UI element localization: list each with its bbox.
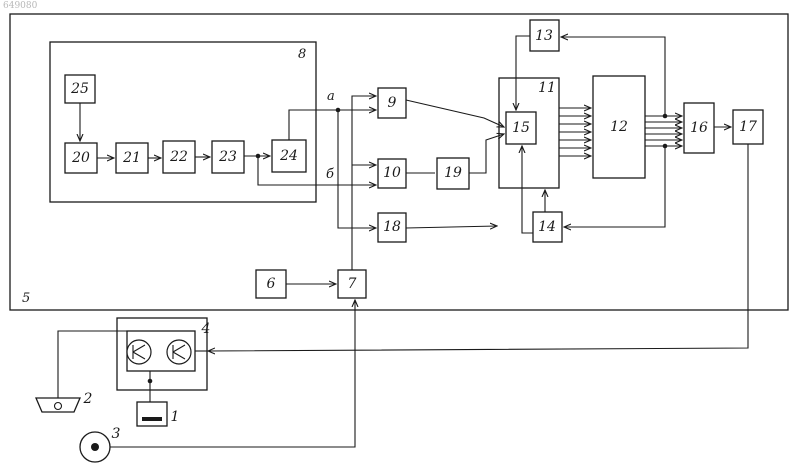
block-15-label: 15 — [512, 120, 530, 136]
block-19-label: 19 — [444, 165, 462, 181]
transistor-right-icon — [167, 340, 191, 364]
block-7-label: 7 — [348, 276, 357, 292]
block-24-label: 24 — [279, 148, 298, 164]
block-3-center-icon — [91, 443, 99, 451]
block-11-label: 11 — [538, 80, 556, 96]
block-17-label: 17 — [739, 119, 757, 135]
wire-7-9 — [352, 96, 376, 270]
block-3-label: 3 — [112, 426, 121, 442]
wire-17-4 — [208, 144, 748, 351]
block-2-hole-icon — [55, 403, 62, 410]
wire-24-node-a — [289, 110, 338, 140]
block-20-label: 20 — [71, 150, 90, 166]
block-16-label: 16 — [690, 120, 708, 136]
node-label-b: б — [326, 167, 334, 182]
transistor-left-icon — [127, 340, 151, 364]
wire-9-15 — [406, 100, 504, 127]
block-23-label: 23 — [218, 149, 237, 165]
frame-8-label: 8 — [298, 47, 306, 62]
block-2-label: 2 — [83, 391, 93, 407]
frame-5-label: 5 — [22, 291, 30, 306]
block-9-label: 9 — [388, 95, 397, 111]
block-4-label: 4 — [201, 321, 211, 337]
corner-mark: 649080 — [3, 1, 38, 11]
block-1 — [137, 402, 167, 426]
wire-18-11 — [406, 226, 497, 228]
block-18-label: 18 — [383, 219, 401, 235]
block-6-label: 6 — [267, 276, 276, 292]
block-22-label: 22 — [169, 149, 188, 165]
block-25-label: 25 — [70, 81, 89, 97]
node-label-a: а — [327, 89, 335, 104]
block-14-label: 14 — [538, 219, 556, 235]
wire-node-a-18 — [338, 110, 376, 228]
block-1-label: 1 — [171, 409, 180, 425]
block-21-label: 21 — [122, 150, 141, 166]
block-10-label: 10 — [383, 165, 401, 181]
block-1-plate — [142, 417, 162, 421]
block-12-label: 12 — [610, 119, 628, 135]
frame-8 — [50, 42, 316, 202]
block-13-label: 13 — [535, 28, 553, 44]
